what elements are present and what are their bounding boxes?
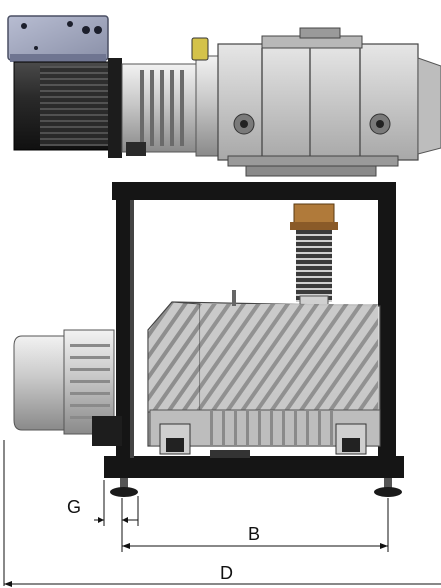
pump-motor [13, 329, 122, 446]
dimension-label-b: B [248, 524, 260, 544]
support-frame [104, 182, 404, 478]
dimension-lines [3, 440, 441, 586]
roots-blower-unit [7, 15, 441, 177]
blower-housing [217, 27, 441, 177]
dimension-label-d: D [220, 563, 233, 583]
rotary-vane-pump [13, 290, 381, 458]
dimension-label-g: G [67, 497, 81, 517]
leveling-foot-left [110, 478, 138, 497]
bellows-connector [290, 203, 338, 309]
dimension-arrows [4, 517, 388, 587]
leveling-foot-right [374, 478, 402, 497]
pump-body [147, 290, 381, 458]
terminal-box [7, 15, 109, 62]
blower-motor [13, 37, 223, 158]
